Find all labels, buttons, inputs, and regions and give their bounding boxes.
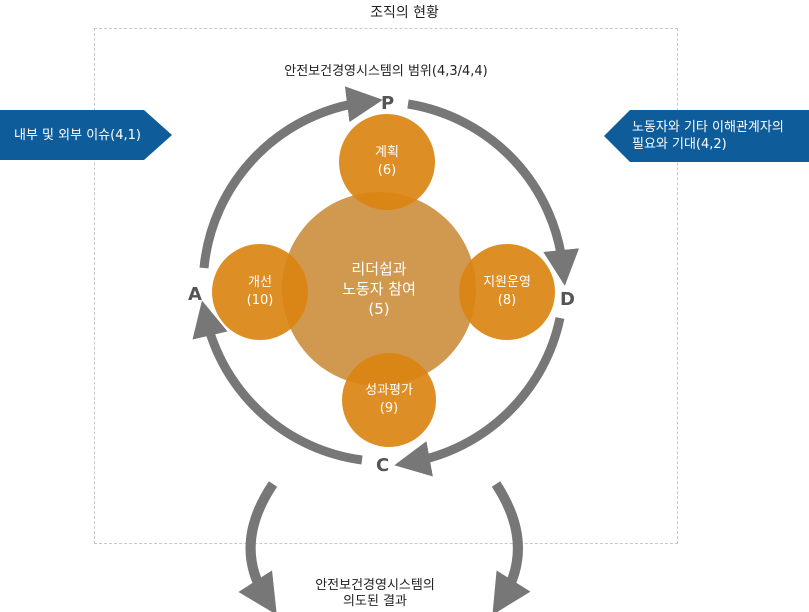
improvement-circle: 개선 (10) [212,244,308,340]
internal-external-issues-box: 내부 및 외부 이슈(4,1) [0,110,172,160]
improvement-label: 개선 [248,275,272,290]
arrow-a-to-p [199,86,383,269]
pdca-letter-d: D [560,289,575,310]
scope-boundary [94,28,678,544]
support-operation-number: (8) [497,293,517,308]
intended-outcome-line1: 안전보건경영시스템의 [315,578,435,593]
performance-evaluation-number: (9) [379,401,399,416]
support-operation-circle: 지원운영 (8) [459,244,555,340]
outcome-arrow-right [491,481,531,612]
intended-outcome-line2: 의도된 결과 [343,594,407,609]
center-line1: 리더쉽과 [351,260,407,278]
pdca-letter-p: P [381,93,395,114]
arrow-d-to-c [394,317,565,477]
planning-circle: 계획 (6) [339,114,435,210]
planning-number: (6) [377,163,397,178]
pdca-letter-c: C [376,455,390,476]
arrow-p-to-d [407,99,580,286]
center-line3: (5) [368,300,390,318]
performance-evaluation-label: 성과평가 [365,383,413,398]
stakeholder-needs-box: 노동자와 기타 이해관계자의 필요와 기대(4,2) [604,110,809,162]
planning-label: 계획 [375,145,399,160]
intended-outcome-label: 안전보건경영시스템의 의도된 결과 [255,578,495,610]
page-title: 조직의 현황 [370,5,439,21]
performance-evaluation-circle: 성과평가 (9) [342,353,436,447]
center-line2: 노동자 참여 [342,280,416,298]
stakeholder-needs-line2: 필요와 기대(4,2) [632,137,727,152]
stakeholder-needs-line1: 노동자와 기타 이해관계자의 [632,120,784,135]
support-operation-label: 지원운영 [483,275,531,290]
internal-external-issues-label: 내부 및 외부 이슈(4,1) [14,127,141,143]
arrow-c-to-a [192,300,363,465]
outcome-arrow-left [238,481,278,612]
improvement-number: (10) [246,293,274,308]
pdca-letter-a: A [188,284,202,305]
scope-title: 안전보건경영시스템의 범위(4,3/4,4) [284,64,488,79]
